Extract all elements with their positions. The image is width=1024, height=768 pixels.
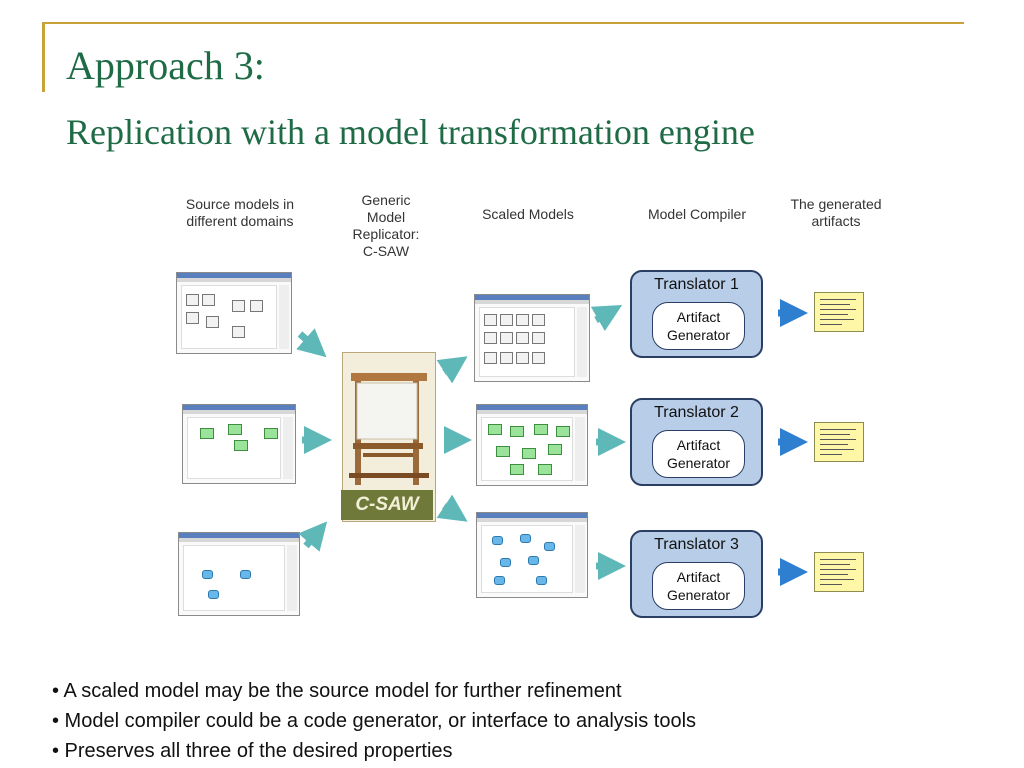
- arrow-replicator-scaled1: [436, 356, 468, 384]
- translator-3-label: Translator 3: [654, 536, 739, 553]
- bullet-item-1: • A scaled model may be the source model…: [52, 680, 622, 702]
- header-model-compiler: Model Compiler: [647, 206, 747, 222]
- loom-drawing: [349, 373, 429, 485]
- header-artifacts-line2: artifacts: [811, 213, 861, 229]
- slide-subtitle: Replication with a model transformation …: [66, 112, 755, 152]
- translator-1-label: Translator 1: [654, 276, 739, 293]
- arrow-replicator-to-scaled: [436, 356, 472, 522]
- artifact-document-icon-1: [814, 292, 864, 332]
- artifact-generator-1-line1: Artifact: [676, 309, 721, 325]
- header-replicator-line3: Replicator:: [352, 226, 420, 242]
- arrow-scaled1-translator1: [590, 305, 623, 332]
- artifact-document-icon-3: [814, 552, 864, 592]
- artifact-generator-2-line2: Generator: [666, 455, 731, 471]
- arrow-source-to-replicator: [296, 328, 332, 552]
- header-scaled-models: Scaled Models: [482, 206, 574, 222]
- artifact-generator-2-line1: Artifact: [676, 437, 721, 453]
- header-artifacts-line1: The generated: [790, 196, 882, 212]
- header-replicator-line2: Model: [366, 209, 406, 225]
- scaled-model-thumbnail-2: [476, 404, 588, 486]
- source-model-thumbnail-1: [176, 272, 292, 354]
- header-source-line2: different domains: [186, 213, 294, 229]
- arrow-replicator-scaled3: [436, 494, 468, 522]
- artifact-generator-1: Artifact Generator: [652, 302, 745, 350]
- artifact-generator-3: Artifact Generator: [652, 562, 745, 610]
- artifact-generator-1-line2: Generator: [666, 327, 731, 343]
- artifact-generator-3-line2: Generator: [666, 587, 731, 603]
- slide-title: Approach 3:: [66, 43, 265, 88]
- header-replicator-line1: Generic: [361, 192, 411, 208]
- header-replicator: Generic Model Replicator: C-SAW: [336, 192, 436, 260]
- scaled-model-thumbnail-3: [476, 512, 588, 598]
- arrow-source1-replicator: [296, 328, 327, 358]
- artifact-generator-2: Artifact Generator: [652, 430, 745, 478]
- translator-1: Translator 1 Artifact Generator: [630, 270, 763, 358]
- title-frame-top: [44, 22, 964, 24]
- artifact-generator-3-line1: Artifact: [676, 569, 721, 585]
- source-model-thumbnail-3: [178, 532, 300, 616]
- translator-2: Translator 2 Artifact Generator: [630, 398, 763, 486]
- translator-2-label: Translator 2: [654, 404, 739, 421]
- arrow-compiler-to-artifacts: [778, 299, 808, 586]
- c-saw-logo: C-SAW: [341, 490, 433, 520]
- bullet-item-2: • Model compiler could be a code generat…: [52, 710, 697, 732]
- arrow-source3-replicator: [298, 521, 328, 552]
- scaled-model-thumbnail-1: [474, 294, 590, 382]
- arrow-scaled-to-compiler: [590, 305, 626, 580]
- bullet-list: • A scaled model may be the source model…: [52, 676, 696, 766]
- header-generated-artifacts: The generated artifacts: [776, 196, 896, 230]
- header-replicator-line4: C-SAW: [362, 243, 410, 259]
- source-model-thumbnail-2: [182, 404, 296, 484]
- translator-3: Translator 3 Artifact Generator: [630, 530, 763, 618]
- bullet-item-3: • Preserves all three of the desired pro…: [52, 740, 453, 762]
- title-frame-left: [42, 22, 45, 92]
- artifact-document-icon-2: [814, 422, 864, 462]
- header-source-line1: Source models in: [185, 196, 295, 212]
- header-source-models: Source models in different domains: [172, 196, 308, 230]
